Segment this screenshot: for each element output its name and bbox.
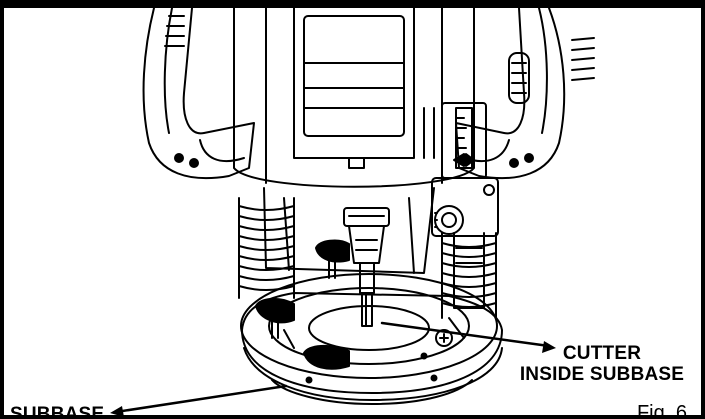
router-base <box>240 187 498 379</box>
figure-number: Fig. 6 <box>636 402 687 419</box>
cutter-callout-line2: INSIDE SUBBASE <box>519 364 685 385</box>
depth-scale <box>441 102 487 179</box>
right-spring <box>441 232 497 319</box>
depth-lock-knob <box>431 177 499 237</box>
subbase-callout: SUBBASE <box>10 404 105 419</box>
clamp-knob-front <box>303 345 350 370</box>
motor-housing <box>233 8 475 188</box>
cutter-callout: CUTTER INSIDE SUBBASE <box>492 343 701 385</box>
cutter-callout-line1: CUTTER <box>562 343 642 364</box>
router-illustration <box>110 8 595 415</box>
collet-and-bit <box>343 207 390 327</box>
cutter-leader <box>380 321 556 353</box>
subbase-leader <box>110 384 288 415</box>
right-handle <box>455 8 595 180</box>
left-handle <box>142 8 255 180</box>
clamp-knob-top <box>315 239 350 279</box>
clamp-knob-left <box>255 298 295 339</box>
